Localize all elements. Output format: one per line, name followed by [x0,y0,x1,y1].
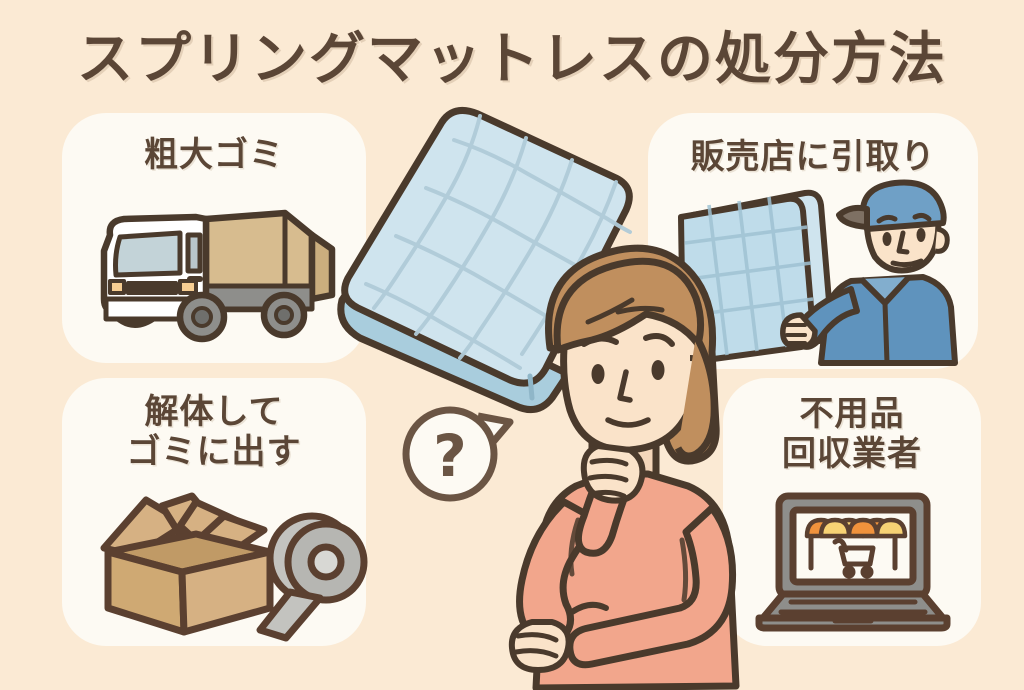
question-speech-bubble: ? [402,402,526,510]
card-sodai-gomi-label: 粗大ゴミ [144,135,284,175]
delivery-worker-icon [655,179,975,370]
card-sodai-gomi[interactable]: 粗大ゴミ [62,113,366,363]
card-fuyohin-kaishu-label: 不用品 回収業者 [723,394,981,474]
card-fuyohin-line2: 回収業者 [782,434,922,475]
page-title: スプリングマットレスの処分方法 [77,27,947,92]
card-fuyohin-kaishu[interactable]: 不用品 回収業者 [723,378,981,646]
cardboard-box-and-tape-icon [74,490,368,642]
card-fuyohin-line1: 不用品 [799,394,905,434]
card-kaitai-shite-gomi-label: 解体して ゴミに出す [62,392,366,472]
card-hanbaiten-hikitori-label: 販売店に引取り [690,137,936,177]
speech-bubble-text: ? [433,422,467,490]
garbage-truck-icon [80,191,348,351]
thinking-woman-illustration [480,240,780,690]
card-kaitai-line2: ゴミに出す [126,432,302,473]
card-kaitai-shite-gomi[interactable]: 解体して ゴミに出す [62,378,368,646]
card-kaitai-line1: 解体して [144,392,284,432]
laptop-online-shop-icon [755,490,951,632]
